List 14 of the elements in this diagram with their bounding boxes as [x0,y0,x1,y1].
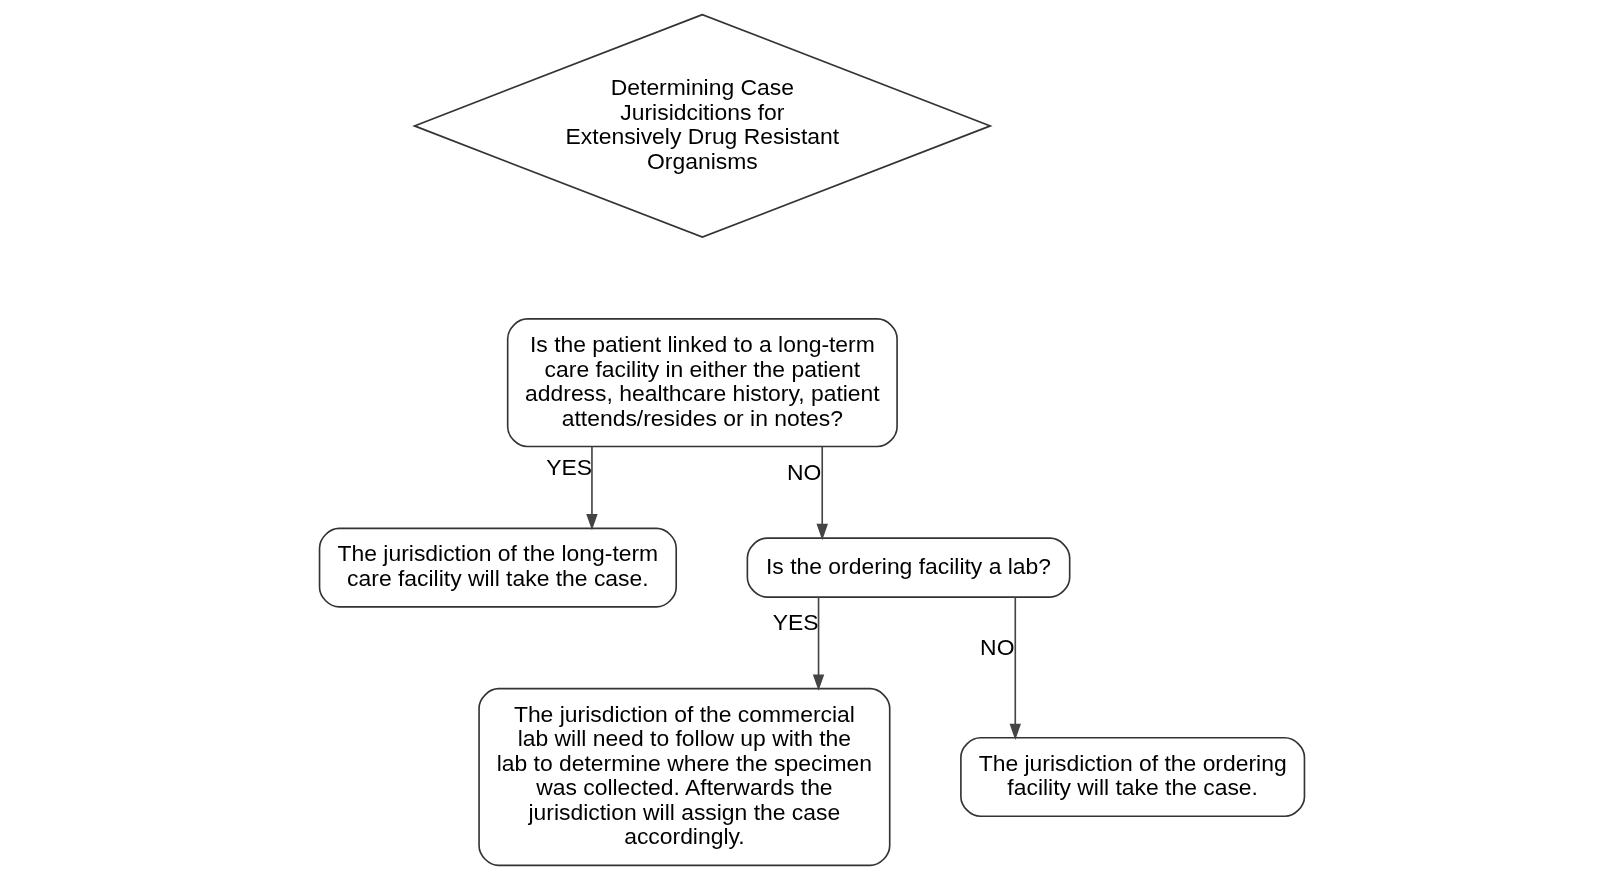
node-box: Is the ordering facility a lab? [746,537,1070,598]
edge-label: YES [545,453,592,480]
arrow [816,446,828,541]
node-box: The jurisdiction of the long-term care facility will take the case. [318,527,677,608]
node-box: The jurisdiction of the ordering facility will take the case. [959,736,1305,818]
arrow [585,446,598,531]
edge-label: NO [979,633,1014,660]
node-box: The jurisdiction of the commercial lab will need to follow up with the lab to determine where the specimen was collected. Afterwards the jurisdiction will assign the case accordingly. [477,687,891,867]
node-box: Is the patient linked to a long-term care facility in either the patient address, healthcare history, patient attends/resides or in notes? [506,318,898,448]
edge-label: NO [786,458,821,485]
edge-label: YES [772,608,819,635]
arrow [1009,596,1021,741]
arrow [812,596,824,691]
node-diamond: Determining Case Jurisidcitions for Extensively Drug Resistant Organisms [411,13,993,238]
